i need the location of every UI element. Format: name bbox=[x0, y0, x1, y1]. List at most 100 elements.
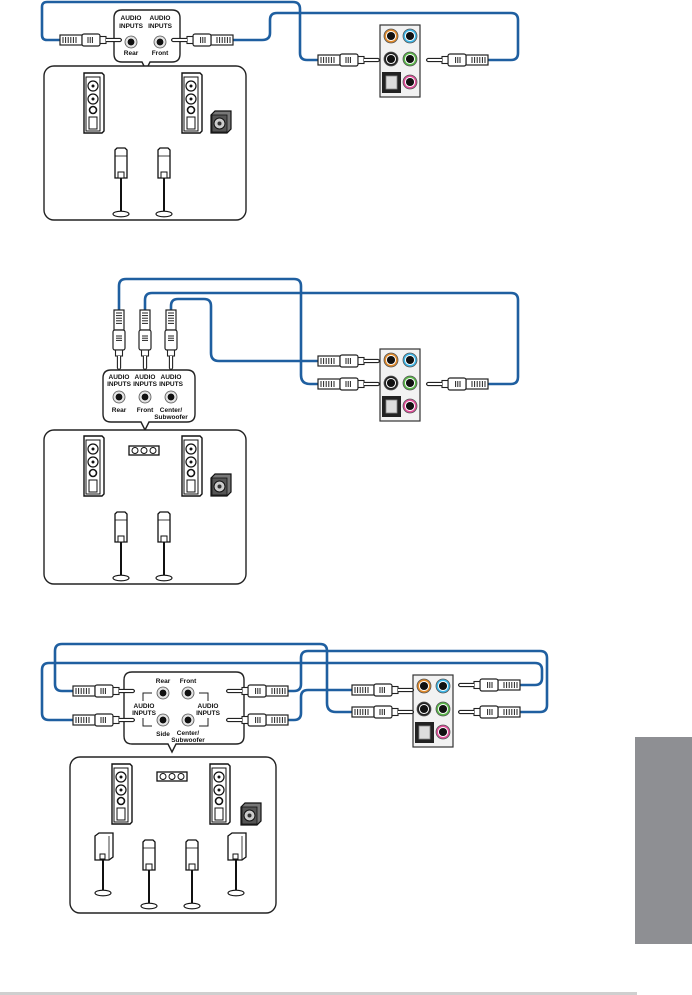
speaker-jack-rear bbox=[124, 35, 138, 49]
label-audio: AUDIO bbox=[109, 374, 130, 381]
plug-tip bbox=[398, 709, 415, 715]
subwoofer bbox=[210, 110, 232, 134]
bracket-right bbox=[199, 692, 209, 727]
plug-side-speaker bbox=[72, 713, 136, 727]
plug-rear-speaker bbox=[72, 684, 136, 698]
satellite-mount bbox=[117, 171, 125, 179]
satellite-body bbox=[114, 511, 128, 543]
subwoofer-center bbox=[217, 484, 222, 489]
plug-neck bbox=[391, 707, 399, 717]
satellite-base bbox=[112, 574, 130, 582]
label-rear: Rear bbox=[156, 678, 171, 685]
plug-body bbox=[94, 684, 114, 698]
cable-center bbox=[286, 688, 354, 722]
plug-body bbox=[447, 53, 467, 67]
spdif-window bbox=[385, 399, 398, 414]
plug-tip bbox=[142, 356, 148, 371]
label-inputs: INPUTS bbox=[148, 23, 173, 30]
label-center: Center/ bbox=[177, 730, 200, 737]
label-audio: AUDIO bbox=[135, 374, 156, 381]
plug-neck bbox=[441, 55, 449, 65]
side-left-speaker bbox=[94, 832, 114, 897]
jack-blue-line-in bbox=[435, 678, 451, 694]
satellite-body bbox=[157, 147, 171, 179]
jack-blue-line-in bbox=[402, 28, 418, 44]
label-inputs: INPUTS bbox=[107, 381, 132, 388]
speaker-tweeter bbox=[214, 796, 224, 806]
label-inputs: INPUTS bbox=[159, 381, 184, 388]
jack-green-front bbox=[402, 51, 418, 67]
center-driver bbox=[140, 447, 148, 454]
cable-side bbox=[40, 661, 544, 722]
speaker-port bbox=[186, 479, 196, 493]
plug-tip bbox=[225, 688, 242, 694]
jack-hole bbox=[127, 38, 135, 46]
speaker-port bbox=[214, 807, 224, 821]
speaker-jack-rear bbox=[112, 390, 126, 404]
plug-tip bbox=[170, 37, 187, 43]
satellite-mount bbox=[145, 863, 153, 871]
plug-pc-green bbox=[425, 53, 489, 67]
subwoofer-center bbox=[217, 121, 222, 126]
label-rear: Rear bbox=[112, 407, 127, 414]
satellite-body bbox=[142, 839, 156, 871]
speaker-dome bbox=[91, 97, 95, 101]
front-left-speaker bbox=[83, 435, 105, 497]
plug-neck bbox=[140, 349, 150, 357]
satellite-base bbox=[155, 210, 173, 218]
cable-rear bbox=[117, 277, 320, 386]
label-audio: AUDIO bbox=[134, 703, 155, 710]
speaker-tweeter bbox=[186, 468, 196, 478]
plug-body bbox=[373, 683, 393, 697]
plug-tip bbox=[425, 381, 442, 387]
rear-io-audio-panel bbox=[379, 24, 421, 98]
satellite-mount bbox=[188, 863, 196, 871]
front-left-speaker bbox=[83, 72, 105, 134]
jack-hole bbox=[405, 355, 415, 365]
speaker-dome bbox=[91, 460, 95, 464]
plug-pc-orange bbox=[317, 354, 381, 368]
cable-front bbox=[286, 649, 549, 714]
plug-body bbox=[339, 377, 359, 391]
label-center: Center/ bbox=[160, 407, 183, 414]
speaker-port bbox=[88, 116, 98, 130]
speaker-jack-center bbox=[164, 390, 178, 404]
center-speaker bbox=[156, 771, 188, 782]
plug-pc-black bbox=[351, 705, 415, 719]
jack-orange-center-subwoofer bbox=[416, 678, 432, 694]
plug-body bbox=[339, 53, 359, 67]
center-driver bbox=[131, 447, 139, 454]
jack-green-front bbox=[402, 375, 418, 391]
front-right-speaker bbox=[181, 72, 203, 134]
input-label-panel bbox=[123, 671, 245, 754]
speaker-jack-side bbox=[156, 713, 170, 727]
satellite-mount bbox=[117, 535, 125, 543]
rear-left-speaker bbox=[112, 511, 130, 582]
spdif-optical-port bbox=[382, 72, 401, 93]
plug-neck bbox=[357, 379, 365, 389]
plug-body bbox=[192, 33, 212, 47]
plug-body bbox=[447, 377, 467, 391]
rear-right-speaker bbox=[183, 839, 201, 910]
plug-tip bbox=[119, 688, 136, 694]
plug-pc-black bbox=[317, 377, 381, 391]
satellite-base bbox=[183, 902, 201, 910]
jack-black-rear bbox=[416, 701, 432, 717]
speaker-jack-front bbox=[138, 390, 152, 404]
label-subwoofer: Subwoofer bbox=[171, 737, 205, 744]
jack-orange-center-subwoofer bbox=[383, 28, 399, 44]
speaker-jack-center bbox=[181, 713, 195, 727]
plug-tip bbox=[425, 57, 442, 63]
cable-rear bbox=[53, 642, 354, 714]
jack-hole bbox=[386, 54, 396, 64]
jack-hole bbox=[405, 77, 415, 87]
speaker-dome bbox=[217, 788, 221, 792]
jack-hole bbox=[141, 393, 149, 401]
surround-body bbox=[227, 832, 247, 861]
front-right-speaker bbox=[181, 435, 203, 497]
center-driver bbox=[177, 773, 185, 780]
label-audio: AUDIO bbox=[198, 703, 219, 710]
plug-tip bbox=[457, 682, 474, 688]
jack-hole bbox=[159, 716, 167, 724]
